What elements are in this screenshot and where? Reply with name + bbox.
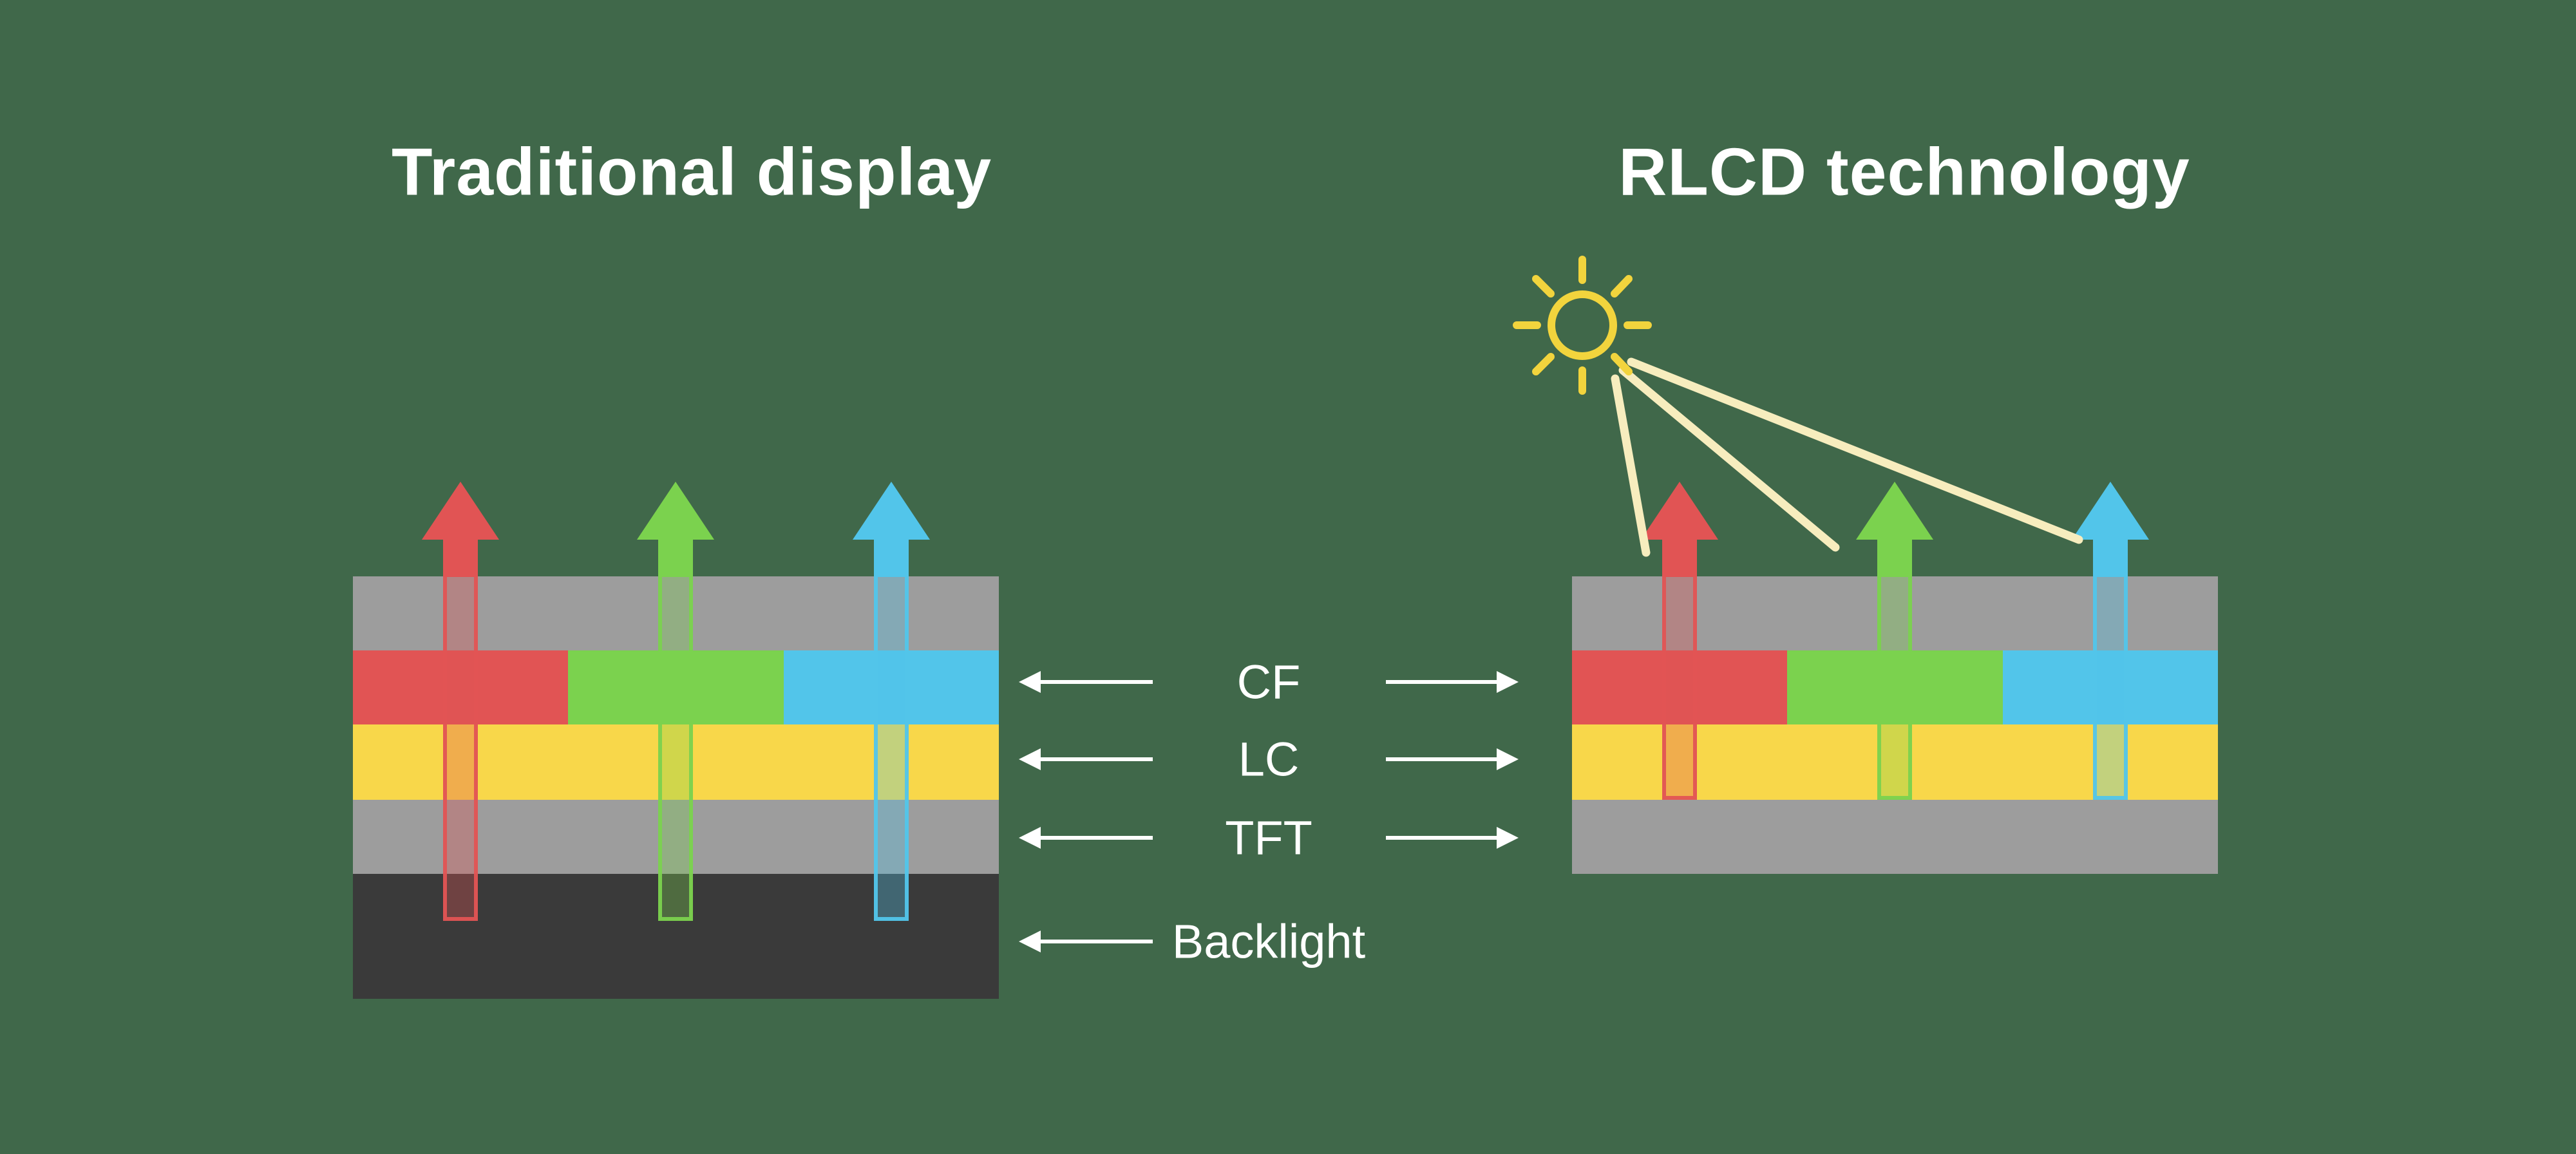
tft-arrow-right xyxy=(1386,827,1519,849)
right-green-light-arrow xyxy=(1856,482,1933,800)
traditional-display-stack xyxy=(353,576,999,999)
green-arrowhead-icon xyxy=(1856,482,1933,540)
left-green-light-arrow xyxy=(637,482,714,921)
cf-arrow-right xyxy=(1386,671,1519,693)
blue-arrowhead-icon xyxy=(853,482,930,540)
green-arrowhead-icon xyxy=(637,482,714,540)
right-red-light-arrow xyxy=(1641,482,1718,800)
left-cf-red-segment xyxy=(353,650,569,724)
left-cf-layer xyxy=(353,650,999,724)
blue-arrowhead-icon xyxy=(2072,482,2149,540)
right-glass-layer xyxy=(1572,576,2218,650)
left-backlight-layer xyxy=(353,874,999,999)
right-cf-layer xyxy=(1572,650,2218,724)
left-lc-layer xyxy=(353,724,999,800)
right-tft-layer xyxy=(1572,800,2218,874)
label-arrows-left xyxy=(1019,671,1153,952)
left-title: Traditional display xyxy=(391,135,992,210)
right-lc-layer xyxy=(1572,724,2218,800)
red-arrowhead-icon xyxy=(1641,482,1718,540)
left-cf-blue-segment xyxy=(783,650,999,724)
label-lc: LC xyxy=(1238,732,1300,786)
right-title: RLCD technology xyxy=(1618,135,2190,210)
label-tft: TFT xyxy=(1225,811,1312,865)
rlcd-stack xyxy=(1572,576,2218,874)
left-tft-layer xyxy=(353,800,999,874)
red-arrowhead-icon xyxy=(422,482,499,540)
right-cf-red-segment xyxy=(1572,650,1788,724)
right-cf-blue-segment xyxy=(2002,650,2218,724)
cf-arrow-left xyxy=(1019,671,1153,693)
label-cf: CF xyxy=(1236,655,1301,709)
right-cf-green-segment xyxy=(1787,650,2003,724)
label-backlight: Backlight xyxy=(1171,914,1366,969)
label-arrows-right xyxy=(1386,671,1519,849)
lc-arrow-left xyxy=(1019,748,1153,770)
sun-icon xyxy=(1513,256,1652,395)
left-glass-layer xyxy=(353,576,999,650)
left-red-light-arrow xyxy=(422,482,499,921)
left-blue-light-arrow xyxy=(853,482,930,921)
tft-arrow-left xyxy=(1019,827,1153,849)
lc-arrow-right xyxy=(1386,748,1519,770)
right-blue-light-arrow xyxy=(2072,482,2149,800)
left-cf-green-segment xyxy=(568,650,784,724)
backlight-arrow-left xyxy=(1019,931,1153,952)
